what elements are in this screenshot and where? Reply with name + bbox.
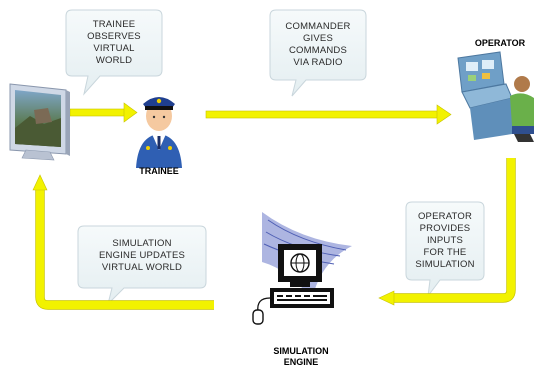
callout-commands: COMMANDER GIVES COMMANDS VIA RADIO [285,21,351,68]
trainee-label: TRAINEE [139,166,179,176]
arrow-operator-to-engine [378,158,516,306]
operator-label: OPERATOR [474,38,526,48]
callout-bubble-updates [77,225,207,306]
arrow-trainee-to-operator [205,104,452,125]
callout-updates: SIMULATION ENGINE UPDATES VIRTUAL WORLD [98,238,186,273]
callout-observes: TRAINEE OBSERVES VIRTUAL WORLD [87,19,141,66]
callout-bubble-commands [269,9,367,97]
monitor-icon [9,83,70,161]
callout-bubble-observes [65,9,163,96]
callout-bubble-inputs [405,201,485,298]
arrow-monitor-to-trainee [69,102,138,123]
arrow-engine-to-monitor [32,174,214,310]
callout-inputs: OPERATOR PROVIDES INPUTS FOR THE SIMULAT… [415,211,475,270]
simulation-engine-label: SIMULATION ENGINE [273,346,329,367]
trainee-icon [136,97,182,168]
computer-icon [252,212,352,325]
operator-icon [457,51,534,142]
